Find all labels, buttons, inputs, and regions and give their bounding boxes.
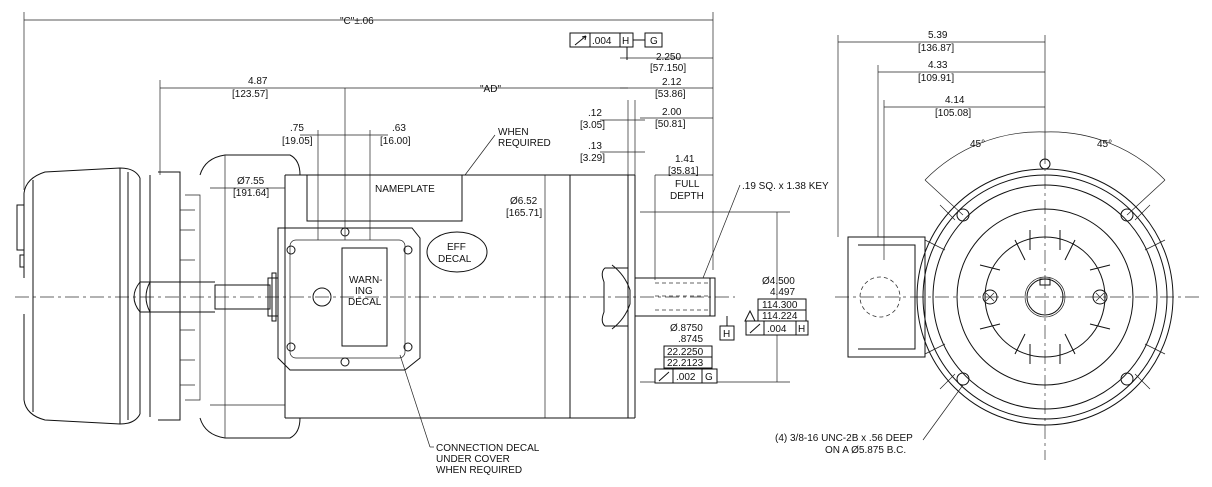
dim-212-in: 2.12 [662, 77, 682, 88]
fcf-shaft-value: .002 [676, 372, 696, 383]
dia-652-in: Ø6.52 [510, 196, 538, 207]
dim-539-in: 5.39 [928, 30, 948, 41]
conn-decal-label-1: CONNECTION DECAL [436, 443, 540, 454]
eff-decal-label-2: DECAL [438, 254, 472, 265]
conn-decal-label-3: WHEN REQUIRED [436, 465, 522, 476]
dim-200-in: 2.00 [662, 107, 682, 118]
eff-decal-ellipse [426, 231, 488, 273]
datum-h-triangle-pilot [744, 309, 756, 322]
dim-63-mm: [16.00] [380, 136, 411, 147]
bolt-note-1: (4) 3/8-16 UNC-2B x .56 DEEP [775, 433, 913, 444]
shaft-mm-2: 22.2123 [667, 358, 704, 369]
pilot-mm-1: 114.300 [762, 300, 798, 311]
dia-652-mm: [165.71] [506, 208, 542, 219]
fcf-runout-value: .004 [767, 324, 787, 335]
fcf-runout-top [569, 32, 663, 60]
dim-433-in: 4.33 [928, 60, 948, 71]
dim-200-mm: [50.81] [655, 119, 686, 130]
dim-2250-mm: [57.150] [650, 63, 686, 74]
eff-decal-label-1: EFF [447, 242, 466, 253]
dim-141-in: 1.41 [675, 154, 695, 165]
dim-487-mm: [123.57] [232, 89, 268, 100]
datum-g-label: G [650, 36, 658, 47]
dim-63-in: .63 [392, 123, 406, 134]
when-required-label-2: REQUIRED [498, 138, 551, 149]
dim-141-note-1: FULL [675, 179, 700, 190]
fcf-runout-pilot [745, 320, 809, 336]
fcf-top-value: .004 [592, 36, 612, 47]
dim-2250-in: 2.250 [656, 52, 681, 63]
nameplate-rect [306, 174, 463, 222]
dim-141-note-2: DEPTH [670, 191, 704, 202]
nameplate-label: NAMEPLATE [375, 184, 435, 195]
angle-left-label: 45° [970, 139, 985, 150]
dim-141-mm: [35.81] [668, 166, 699, 177]
rear-conduit-fitting [133, 272, 279, 322]
conn-decal-label-2: UNDER COVER [436, 454, 510, 465]
shaft-dia-2: .8745 [678, 334, 703, 345]
dim-433-mm: [109.91] [918, 73, 954, 84]
warning-decal-label-2: ING [355, 286, 373, 297]
dim-414-mm: [105.08] [935, 108, 971, 119]
shaft-end [601, 264, 716, 330]
fcf-top-datum: H [622, 36, 629, 47]
dim-212-mm: [53.86] [655, 89, 686, 100]
ad-dimension-text: "AD" [480, 84, 501, 95]
datum-h-label: H [723, 329, 730, 340]
dim-12-mm: [3.05] [580, 120, 605, 131]
warning-decal-label-1: WARN- [349, 275, 383, 286]
angle-right-label: 45° [1097, 139, 1112, 150]
dia-755-mm: [191.64] [233, 188, 269, 199]
pilot-mm-2: 114.224 [762, 311, 798, 322]
dia-755-in: Ø7.55 [237, 176, 265, 187]
shaft-dia-1: Ø.8750 [670, 323, 703, 334]
dim-75-mm: [19.05] [282, 136, 313, 147]
warning-decal-label-3: DECAL [348, 297, 382, 308]
fan-cover [16, 167, 201, 425]
conduit-box [277, 227, 421, 371]
shaft-mm-1: 22.2250 [667, 347, 704, 358]
angle-arc-left [924, 131, 1046, 181]
fcf-shaft [654, 368, 718, 384]
when-required-label-1: WHEN [498, 127, 529, 138]
dim-13-mm: [3.29] [580, 153, 605, 164]
dim-414-in: 4.14 [945, 95, 965, 106]
dim-539-mm: [136.87] [918, 43, 954, 54]
fcf-shaft-datum: G [705, 372, 713, 383]
end-view [847, 158, 1174, 426]
key-note: .19 SQ. x 1.38 KEY [742, 181, 829, 192]
bolt-note-2: ON A Ø5.875 B.C. [825, 445, 906, 456]
c-dimension-text: "C"±.06 [340, 16, 374, 27]
dim-12-in: .12 [588, 108, 602, 119]
dim-487-in: 4.87 [248, 76, 268, 87]
pilot-dia-2: 4.497 [770, 287, 795, 298]
fcf-runout-datum: H [798, 324, 805, 335]
pilot-dia-1: Ø4.500 [762, 276, 795, 287]
angle-arc-right [1044, 131, 1166, 181]
dim-75-in: .75 [290, 123, 304, 134]
dim-13-in: .13 [588, 141, 602, 152]
